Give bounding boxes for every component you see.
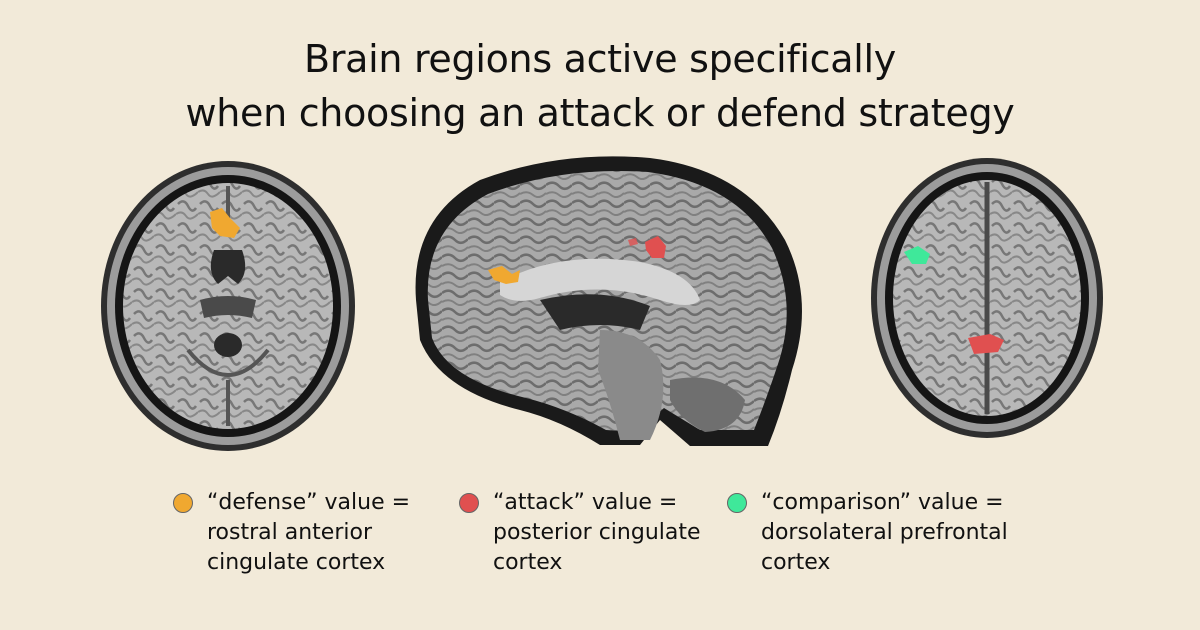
axial-brain-left — [101, 161, 355, 451]
title-line-2: when choosing an attack or defend strate… — [185, 91, 1015, 135]
defense-activation-axial — [210, 208, 240, 238]
figure-title: Brain regions active specifically when c… — [0, 32, 1200, 140]
legend-comparison-line-2: dorsolateral prefrontal — [761, 520, 1008, 545]
axial-brain-right — [871, 158, 1103, 438]
attack-activation-sagittal — [645, 236, 666, 258]
attack-activation-sagittal-small — [628, 238, 638, 246]
legend-comparison-line-1: “comparison” value = — [761, 490, 1004, 515]
legend-attack-line-2: posterior cingulate — [493, 520, 701, 545]
legend-defense-line-1: “defense” value = — [207, 490, 411, 515]
comparison-activation-axial — [904, 246, 930, 264]
comparison-color-dot — [727, 493, 747, 513]
legend-defense-line-3: cingulate cortex — [207, 550, 386, 575]
legend-attack-line-3: cortex — [493, 550, 563, 575]
sagittal-brain-middle — [415, 156, 802, 446]
legend-attack-line-1: “attack” value = — [493, 490, 678, 515]
defense-color-dot — [173, 493, 193, 513]
attack-activation-axial — [968, 334, 1004, 354]
title-line-1: Brain regions active specifically — [304, 37, 896, 81]
legend-defense-line-2: rostral anterior — [207, 520, 372, 545]
defense-activation-sagittal — [488, 266, 520, 284]
attack-color-dot — [459, 493, 479, 513]
legend-comparison-line-3: cortex — [761, 550, 831, 575]
